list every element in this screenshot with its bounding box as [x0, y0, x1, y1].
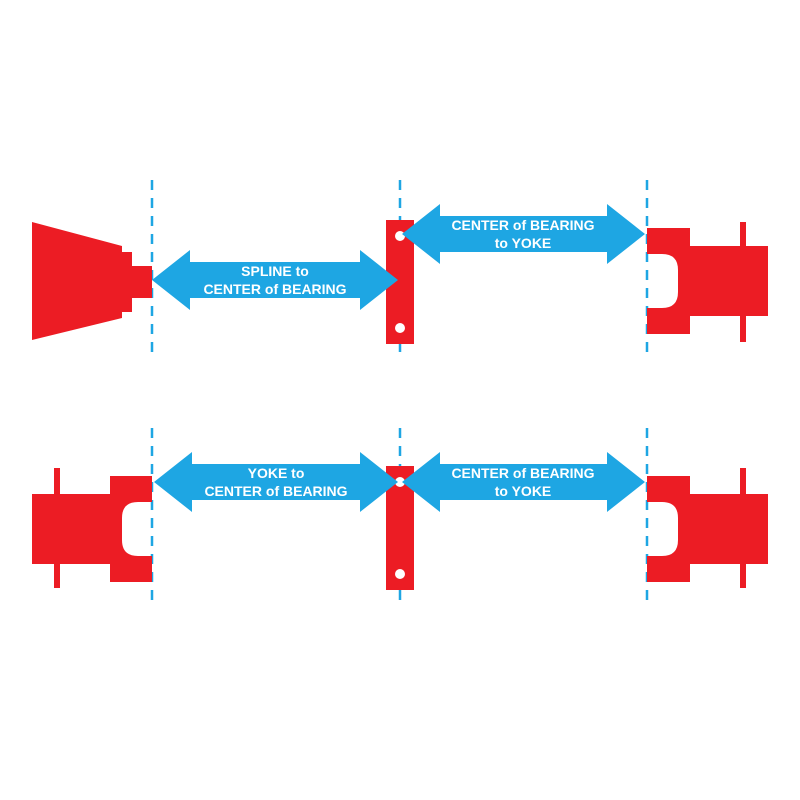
arrow-label-line1: YOKE to [248, 465, 305, 481]
arrow-label-line2: CENTER of BEARING [204, 483, 347, 499]
arrow-label-line2: to YOKE [495, 235, 552, 251]
dimension-arrow-spline-to-bearing: SPLINE to CENTER of BEARING [152, 250, 398, 310]
yoke-left [32, 468, 152, 588]
arrow-label-line1: CENTER of BEARING [451, 217, 594, 233]
dimension-arrow-yoke-to-bearing: YOKE to CENTER of BEARING [154, 452, 398, 512]
row-yoke-to-yoke: YOKE to CENTER of BEARING CENTER of BEAR… [32, 428, 768, 606]
yoke-right [647, 222, 768, 342]
dimension-arrow-bearing-to-yoke: CENTER of BEARING to YOKE [402, 204, 645, 264]
row-spline-to-yoke: SPLINE to CENTER of BEARING CENTER of BE… [32, 180, 768, 360]
spline-shaft [32, 222, 152, 340]
arrow-label-line2: CENTER of BEARING [203, 281, 346, 297]
yoke-right [647, 468, 768, 588]
arrow-label-line2: to YOKE [495, 483, 552, 499]
arrow-label-line1: SPLINE to [241, 263, 309, 279]
arrow-label-line1: CENTER of BEARING [451, 465, 594, 481]
dimension-arrow-bearing-to-yoke: CENTER of BEARING to YOKE [402, 452, 645, 512]
